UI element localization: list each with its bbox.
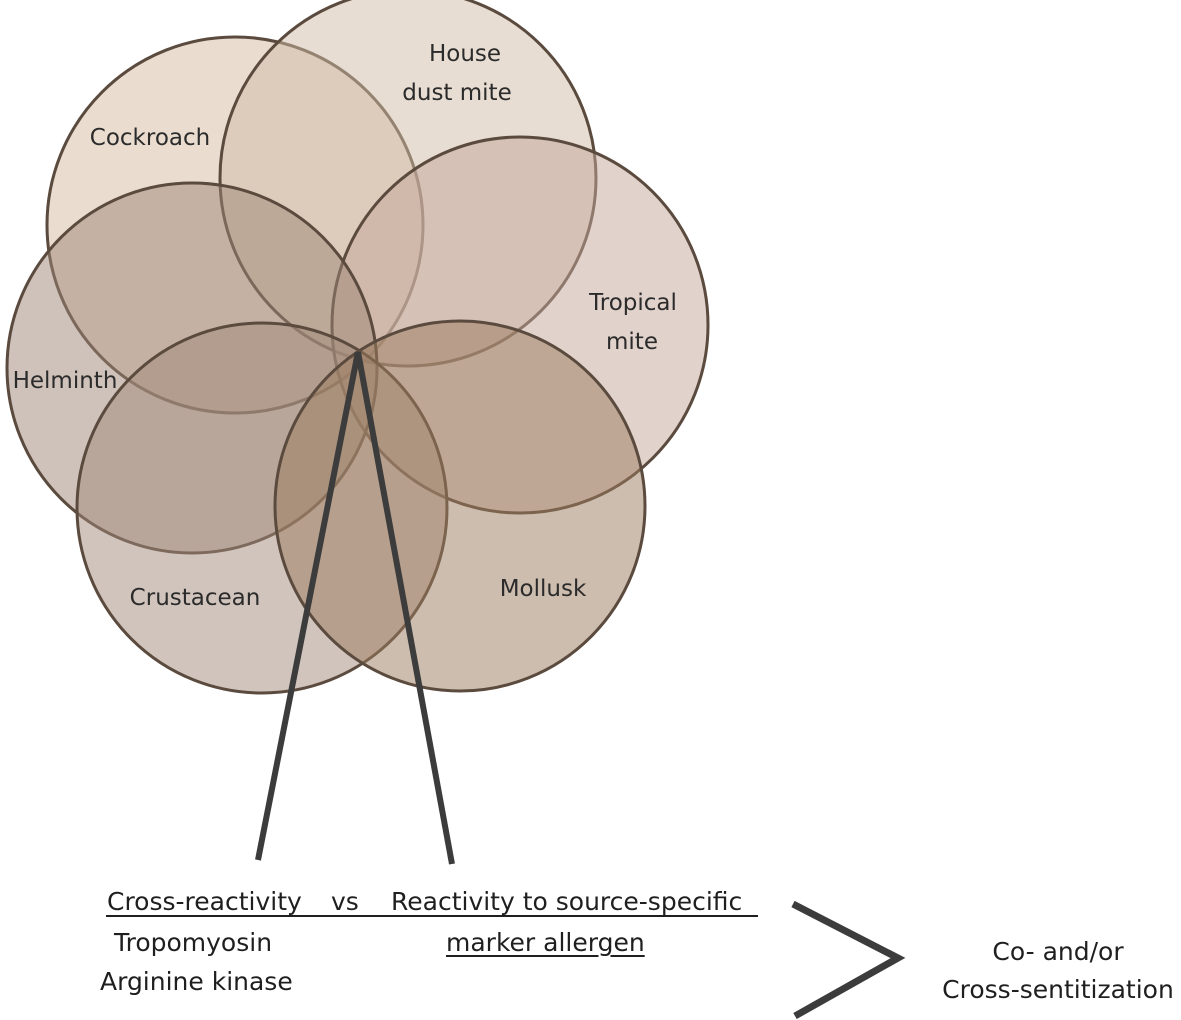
circle-label-mollusk: Mollusk [500,576,587,602]
vs-label: vs [331,887,359,916]
pointer-line-left [255,351,361,861]
circle-label-house-dust-mite-2: dust mite [402,80,511,106]
tropomyosin-label: Tropomyosin [114,928,273,957]
reactivity-label-line1: Reactivity to source-specific [391,887,743,916]
heading-underline [106,915,758,917]
result-label-line2: Cross-sentitization [942,975,1174,1004]
cross-reactivity-label: Cross-reactivity [107,887,302,916]
arrow-chevron [791,900,906,1020]
circle-label-tropical-mite-1: Tropical [588,290,677,316]
arginine-kinase-label: Arginine kinase [100,967,293,996]
circle-label-crustacean: Crustacean [130,585,261,611]
circles-layer [5,0,710,695]
circle-label-tropical-mite-2: mite [606,329,658,355]
circle-label-helminth: Helminth [13,368,118,394]
circle-label-house-dust-mite-1: House [429,41,501,67]
circle-label-cockroach: Cockroach [90,125,210,151]
pointer-line-right [355,351,455,865]
reactivity-label-line2: marker allergen [446,928,645,957]
result-label-line1: Co- and/or [992,937,1124,966]
